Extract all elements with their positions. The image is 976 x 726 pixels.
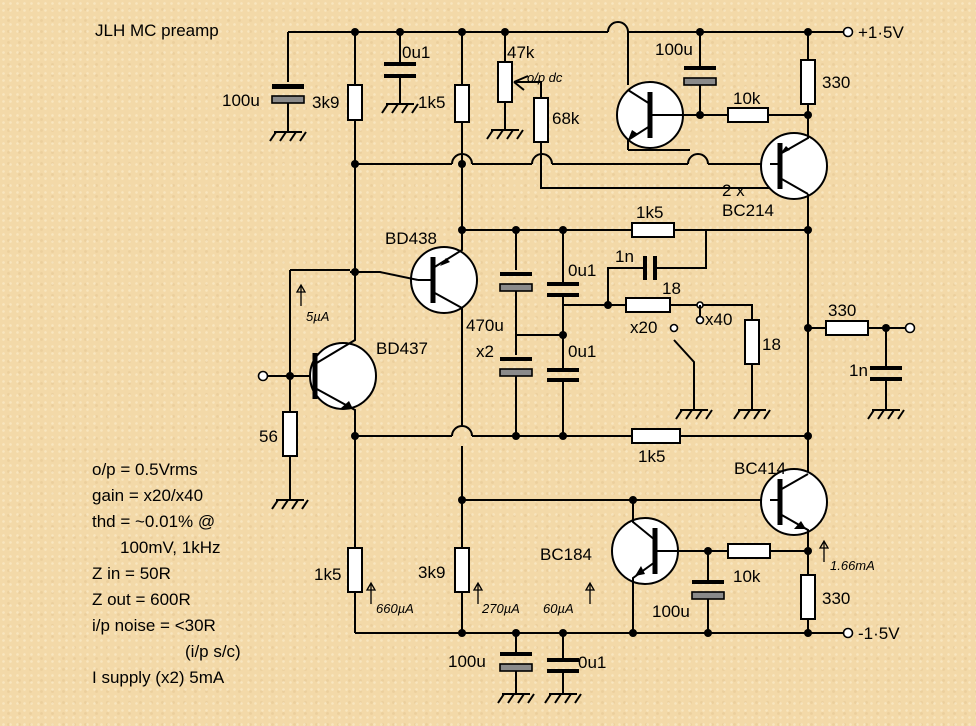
transistor-bc214-lower (760, 130, 828, 230)
label-r-3k9-top: 3k9 (312, 93, 339, 112)
resistor-330-out (825, 320, 869, 336)
resistor-3k9-top (347, 84, 363, 121)
resistor-3k9-bottom (454, 547, 470, 593)
label-r-1k5-mid: 1k5 (638, 447, 665, 466)
diagram-title: JLH MC preamp (95, 21, 219, 40)
capacitor-0u1-top (381, 32, 419, 114)
wire-y436 (355, 425, 808, 444)
resistor-330-bottom (800, 566, 816, 633)
note-line: gain = x20/x40 (92, 486, 203, 505)
resistor-1k5-mid (631, 428, 681, 444)
label-c-0u1-ground: 0u1 (578, 653, 606, 672)
resistor-10k-bottom (708, 543, 808, 559)
mid-column-lower (454, 308, 780, 633)
label-q-bc184: BC184 (540, 545, 592, 564)
label-r-68k: 68k (552, 109, 580, 128)
transistor-bd437 (257, 269, 377, 590)
label-r-10k-bottom: 10k (733, 567, 761, 586)
spec-notes: o/p = 0.5Vrms gain = x20/x40 thd = ~0.01… (92, 460, 241, 687)
label-c-100u-top: 100u (655, 40, 693, 59)
label-r-10k-top: 10k (733, 89, 761, 108)
label-q-bd438: BD438 (385, 229, 437, 248)
label-r-1k5-top: 1k5 (418, 93, 445, 112)
resistor-1k5-bottom-group (347, 547, 363, 633)
positive-rail-label: +1·5V (858, 23, 904, 42)
label-bias-5ua: 5µA (306, 309, 329, 324)
label-r-1k5-fb: 1k5 (636, 203, 663, 222)
bottom-decoupling (497, 633, 582, 704)
label-r-56: 56 (259, 427, 278, 446)
resistor-1k5-fb (631, 222, 675, 238)
input-terminal (257, 370, 269, 382)
label-c-470u: 470u (466, 316, 504, 335)
label-c-0u1-low: 0u1 (568, 342, 596, 361)
mid-column-wiring (454, 32, 470, 164)
label-bias-270ua: 270µA (481, 601, 520, 616)
potentiometer-47k (486, 32, 542, 140)
resistor-330-top (800, 32, 816, 130)
capacitor-100u-top (683, 32, 717, 115)
note-line: (i/p s/c) (185, 642, 241, 661)
note-line: 100mV, 1kHz (120, 538, 220, 557)
resistor-10k-top (700, 107, 808, 123)
resistor-18-shunt (744, 319, 760, 365)
positive-rail (288, 21, 854, 38)
note-line: I supply (x2) 5mA (92, 668, 225, 687)
label-c-1n-fb: 1n (615, 247, 634, 266)
label-pot-47k: 47k (507, 43, 535, 62)
label-c-1n-out: 1n (849, 361, 868, 380)
label-r-18-shunt: 18 (762, 335, 781, 354)
label-q-bc414: BC414 (734, 459, 786, 478)
note-line: Z in = 50R (92, 564, 171, 583)
negative-rail-label: -1·5V (858, 624, 900, 643)
label-c-0u1-top: 0u1 (402, 43, 430, 62)
negative-terminal (842, 627, 854, 639)
negative-rail (355, 627, 854, 639)
label-bias-166ma: 1.66mA (830, 558, 875, 573)
wire-y164 (355, 153, 770, 165)
junction-dots (286, 28, 890, 637)
label-r-3k9-bottom: 3k9 (418, 563, 445, 582)
transistor-bc414 (760, 468, 828, 566)
resistor-18-series (625, 297, 671, 313)
label-r-18-series: 18 (662, 279, 681, 298)
transistor-bc214-upper (616, 32, 700, 151)
capacitor-100u-bottom (691, 551, 725, 633)
label-q-2x: 2 x (722, 181, 745, 200)
label-sel-x40: x40 (705, 310, 732, 329)
label-r-330-bottom: 330 (822, 589, 850, 608)
label-c-0u1-mid: 0u1 (568, 261, 596, 280)
capacitor-100u-input-bypass (269, 32, 307, 142)
label-c-100u-ground: 100u (448, 652, 486, 671)
label-sel-x20: x20 (630, 318, 657, 337)
label-r-330-out: 330 (828, 301, 856, 320)
output-terminal (904, 322, 916, 334)
note-line: Z out = 600R (92, 590, 191, 609)
resistor-68k (533, 97, 770, 189)
note-line: i/p noise = <30R (92, 616, 216, 635)
left-column-wiring (347, 32, 363, 273)
resistor-56 (282, 411, 298, 457)
resistor-1k5-bottom (347, 547, 363, 593)
feedback-network (499, 222, 771, 436)
label-bias-660ua: 660µA (376, 601, 414, 616)
bias-arrows (295, 283, 830, 604)
transistor-bc184 (611, 500, 708, 633)
label-op-dc: o/p dc (527, 70, 563, 85)
note-line: thd = ~0.01% @ (92, 512, 215, 531)
label-x2: x2 (476, 342, 494, 361)
label-bias-60ua: 60µA (543, 601, 574, 616)
label-c-100u-input: 100u (222, 91, 260, 110)
resistor-1k5-top (454, 84, 470, 123)
label-c-100u-bottom: 100u (652, 602, 690, 621)
label-q-bc214: BC214 (722, 201, 774, 220)
output-column (807, 230, 916, 480)
label-r-1k5-bottom: 1k5 (314, 565, 341, 584)
label-q-bd437: BD437 (376, 339, 428, 358)
label-r-330-top: 330 (822, 73, 850, 92)
positive-terminal (842, 26, 854, 38)
note-line: o/p = 0.5Vrms (92, 460, 198, 479)
